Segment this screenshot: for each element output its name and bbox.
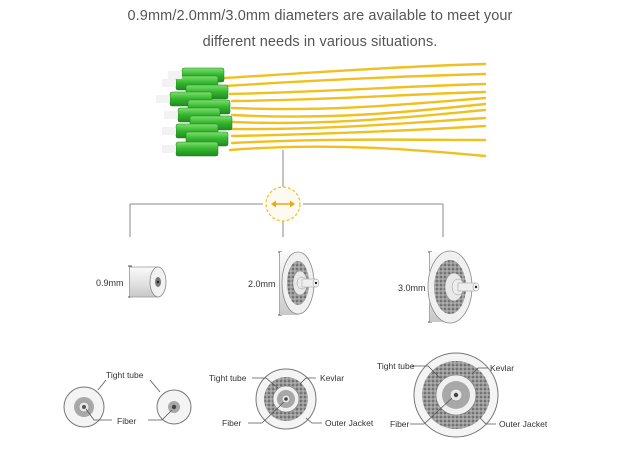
cross-section-medium: [248, 368, 322, 430]
sc-connectors: [169, 67, 233, 157]
label-tight-tube-medium: Tight tube: [209, 373, 247, 383]
headline-line-2: different needs in various situations.: [202, 34, 438, 50]
tube-0-9mm: [128, 265, 167, 298]
label-fiber-large: Fiber: [390, 419, 410, 429]
size-bracket: [129, 150, 444, 237]
label-outer-jacket-large: Outer Jacket: [499, 419, 548, 429]
label-fiber-small: Fiber: [117, 416, 137, 426]
headline-line-1: 0.9mm/2.0mm/3.0mm diameters are availabl…: [127, 8, 513, 24]
label-kevlar-large: Kevlar: [490, 363, 514, 373]
tube-3-0mm: [427, 250, 480, 324]
cross-section-small: [63, 379, 192, 428]
double-arrow-icon: [265, 186, 301, 222]
diameter-label-3-0mm: 3.0mm: [398, 283, 426, 293]
cross-section-large: [410, 352, 499, 438]
label-tight-tube-small: Tight tube: [106, 370, 144, 380]
diameter-label-2-0mm: 2.0mm: [248, 279, 276, 289]
label-tight-tube-large: Tight tube: [377, 361, 415, 371]
label-outer-jacket-medium: Outer Jacket: [325, 418, 374, 428]
tube-2-0mm: [278, 251, 320, 316]
diameter-label-0-9mm: 0.9mm: [96, 278, 124, 288]
fiber-cables: [223, 62, 487, 158]
fiber-bundle-photo: [156, 62, 487, 158]
label-kevlar-medium: Kevlar: [320, 373, 344, 383]
label-fiber-medium: Fiber: [222, 418, 242, 428]
